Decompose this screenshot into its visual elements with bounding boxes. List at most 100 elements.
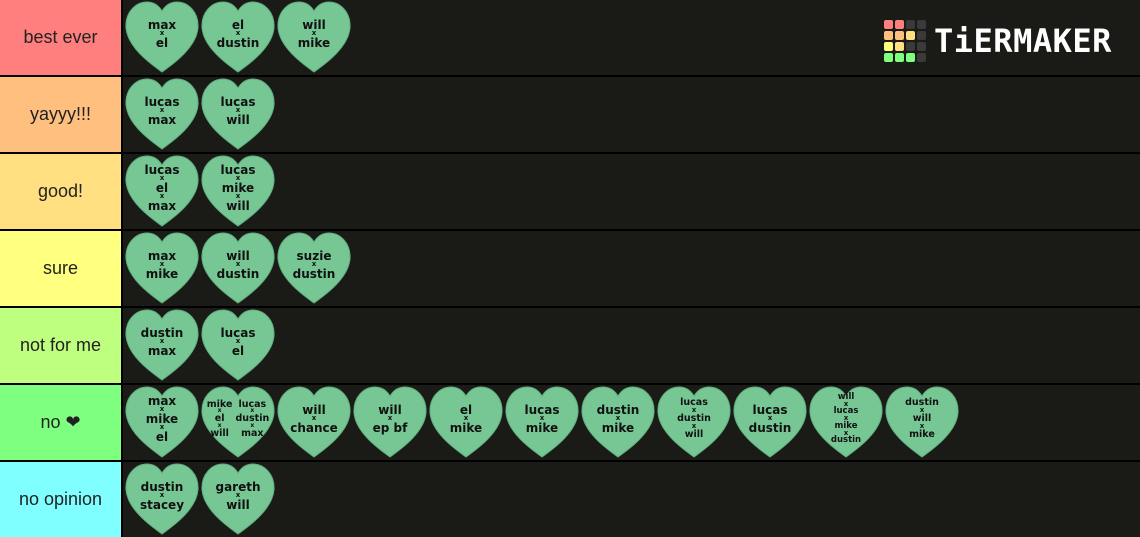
ship-name: max xyxy=(241,427,264,439)
tiermaker-logo: TiERMAKER xyxy=(884,20,1112,62)
heart-icon xyxy=(277,1,351,73)
ship-name: stacey xyxy=(139,497,185,512)
ship-x-mark: x xyxy=(235,337,241,346)
ship-name: mike xyxy=(145,411,179,426)
ship-name: lucas xyxy=(524,402,560,417)
ship-x-mark: x xyxy=(767,414,773,423)
ship-x-mark: x xyxy=(691,406,697,415)
ship-x-mark: x xyxy=(159,29,165,38)
ship-x-mark: x xyxy=(919,421,925,430)
ship-name: dustin xyxy=(905,397,939,409)
ship-name: lucas xyxy=(144,162,180,177)
ship-name: gareth xyxy=(215,479,261,494)
ship-name: will xyxy=(302,402,326,417)
ship-name: max xyxy=(147,17,177,32)
tier-label[interactable]: sure xyxy=(0,231,123,306)
ship-name: lucas xyxy=(833,406,859,417)
ship-name: dustin xyxy=(596,402,640,417)
tier-label[interactable]: good! xyxy=(0,154,123,229)
tier-label[interactable]: not for me xyxy=(0,308,123,383)
ship-name: dustin xyxy=(140,479,184,494)
logo-grid-cell xyxy=(917,31,926,40)
ship-name: el xyxy=(155,429,169,444)
ship-x-mark: x xyxy=(615,414,621,423)
ship-name: dustin xyxy=(216,266,260,281)
ship-name: dustin xyxy=(677,413,711,425)
tier-label[interactable]: no opinion xyxy=(0,462,123,537)
ship-x-mark: x xyxy=(235,29,241,38)
ship-x-mark: x xyxy=(311,414,317,423)
ship-name: dustin xyxy=(140,325,184,340)
tier-label[interactable]: yayyy!!! xyxy=(0,77,123,152)
ship-name: dustin xyxy=(216,35,260,50)
ship-x-mark: x xyxy=(539,414,545,423)
logo-grid-cell xyxy=(917,53,926,62)
heart-icon xyxy=(125,386,199,458)
heart-icon xyxy=(125,155,199,227)
ship-name: mike xyxy=(297,35,331,50)
logo-grid-cell xyxy=(884,42,893,51)
tier-label[interactable]: no ❤ xyxy=(0,385,123,460)
heart-icon xyxy=(125,78,199,150)
logo-grid-cell xyxy=(906,20,915,29)
ship-x-mark: x xyxy=(843,399,849,408)
ship-name: mike xyxy=(909,428,935,440)
tier-label[interactable]: best ever xyxy=(0,0,123,75)
logo-grid-cell xyxy=(917,42,926,51)
heart-icon xyxy=(125,463,199,535)
ship-x-mark: x xyxy=(217,421,222,429)
ship-x-mark: x xyxy=(159,405,165,414)
logo-grid-cell xyxy=(895,20,904,29)
ship-name: will xyxy=(378,402,402,417)
ship-x-mark: x xyxy=(235,260,241,269)
ship-name: will xyxy=(226,112,250,127)
ship-x-mark: x xyxy=(235,106,241,115)
ship-name: suzie xyxy=(296,248,332,263)
logo-grid-cell xyxy=(895,42,904,51)
ship-name: mike xyxy=(601,420,635,435)
logo-text: TiERMAKER xyxy=(934,22,1112,60)
